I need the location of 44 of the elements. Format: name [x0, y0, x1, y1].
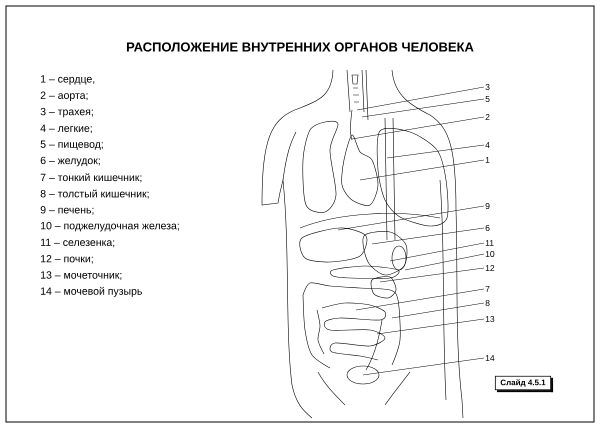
leader-line [362, 98, 484, 118]
leader-line [376, 318, 484, 334]
legend-entry: 10 – поджелудочная железа; [41, 222, 179, 232]
leader-line [356, 86, 484, 110]
leader-line [372, 228, 484, 244]
leader-line [380, 268, 484, 282]
legend-entry: 3 – трахея; [40, 108, 93, 118]
legend-entry: 7 – тонкий кишечник; [40, 173, 142, 182]
legend-entry: 6 – желудок; [40, 156, 100, 166]
callout-number: 6 [486, 225, 490, 231]
legend-entry: 11 – селезенка; [41, 238, 114, 248]
callout-number: 3 [486, 84, 490, 90]
legend-entry: 12 – почки; [41, 254, 93, 264]
legend-entry: 5 – пищевод; [40, 140, 103, 150]
callout-number: 4 [485, 142, 490, 148]
callout-number: 10 [486, 251, 494, 257]
callout-number: 11 [486, 240, 494, 246]
callout-number: 8 [486, 300, 490, 306]
leader-line [352, 116, 484, 140]
callout-number: 2 [486, 114, 490, 120]
legend-entry: 9 – печень; [40, 206, 94, 215]
leader-line [360, 160, 484, 180]
callout-number: 9 [486, 203, 490, 209]
callout-number: 12 [486, 265, 494, 271]
leader-line [362, 358, 484, 376]
callout-number: 5 [486, 96, 490, 102]
callout-number: 7 [486, 286, 490, 292]
title: РАСПОЛОЖЕНИЕ ВНУТРЕННИХ ОРГАНОВ ЧЕЛОВЕКА [126, 42, 474, 52]
legend-entry: 14 – мочевой пузырь [41, 286, 142, 297]
legend-entry: 1 – сердце, [41, 75, 94, 85]
callout-number: 13 [486, 316, 494, 322]
leader-line [356, 288, 484, 310]
slide-number-box: Слайд 4.5.1 [494, 376, 554, 392]
legend-entry: 4 – легкие; [40, 124, 92, 134]
leader-line [392, 302, 484, 318]
legend-entry: 8 – толстый кишечник; [40, 190, 149, 199]
callout-number: 14 [486, 355, 494, 361]
leader-line [338, 206, 484, 230]
leader-line [386, 144, 484, 158]
legend-entry: 2 – аорта; [40, 92, 88, 102]
legend-entry: 13 – мочеточник; [41, 271, 122, 280]
leader-line [404, 254, 484, 270]
leader-line [390, 242, 484, 262]
callout-number: 1 [486, 157, 490, 163]
